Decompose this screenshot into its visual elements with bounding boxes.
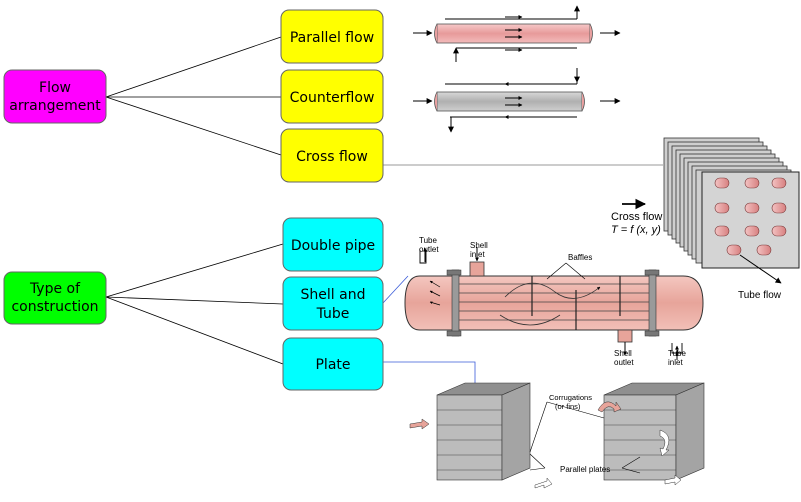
root-construction-label-2: construction	[11, 299, 98, 315]
connector-shell-to-figure	[382, 275, 409, 304]
double-pipe-label: Double pipe	[291, 238, 375, 254]
box-parallel-flow[interactable]: Parallel flow	[280, 9, 384, 64]
counterflow-label: Counterflow	[290, 90, 375, 106]
counterflow-figure	[413, 68, 621, 133]
connector-lines	[105, 36, 284, 365]
cross-flow-figure: Cross flow T = f (x, y) Tube flow	[611, 137, 800, 301]
plate-figure: Corrugations(or fins) Parallel plates	[409, 382, 705, 489]
cross-flow-plates	[663, 137, 800, 269]
connector-flow-cross	[105, 96, 282, 156]
plate-label: Plate	[315, 357, 350, 373]
plate-stack-right	[597, 382, 705, 486]
box-double-pipe[interactable]: Double pipe	[282, 217, 384, 272]
root-construction-label-1: Type of	[29, 281, 81, 297]
root-flow-label-2: arrangement	[9, 98, 101, 114]
connector-construction-shell	[105, 296, 284, 305]
corrugations-label: Corrugations(or fins)	[549, 393, 592, 411]
cross-flow-equation: T = f (x, y)	[611, 224, 661, 236]
shell-tube-label-2: Tube	[316, 306, 350, 322]
cross-flow-tubes	[714, 177, 787, 256]
box-plate[interactable]: Plate	[282, 337, 384, 391]
plate-stack-left	[436, 382, 531, 481]
box-cross-flow[interactable]: Cross flow	[280, 128, 384, 183]
connector-construction-double	[105, 243, 284, 298]
parallel-plates-label: Parallel plates	[560, 465, 610, 474]
parallel-flow-figure	[413, 5, 621, 62]
root-flow-arrangement[interactable]: Flow arrangement	[3, 69, 107, 124]
parallel-flow-label: Parallel flow	[290, 30, 374, 46]
baffles-label: Baffles	[568, 253, 592, 262]
connector-construction-plate	[105, 296, 284, 365]
root-type-of-construction[interactable]: Type of construction	[3, 271, 107, 325]
box-shell-and-tube[interactable]: Shell and Tube	[282, 276, 384, 331]
cross-flow-text: Cross flow	[611, 211, 662, 223]
root-flow-label-1: Flow	[39, 80, 71, 96]
connector-flow-parallel	[105, 36, 282, 98]
box-counterflow[interactable]: Counterflow	[280, 69, 384, 124]
cross-flow-label: Cross flow	[296, 149, 368, 165]
tube-flow-label: Tube flow	[738, 290, 782, 301]
shell-tube-label-1: Shell and	[301, 287, 366, 303]
